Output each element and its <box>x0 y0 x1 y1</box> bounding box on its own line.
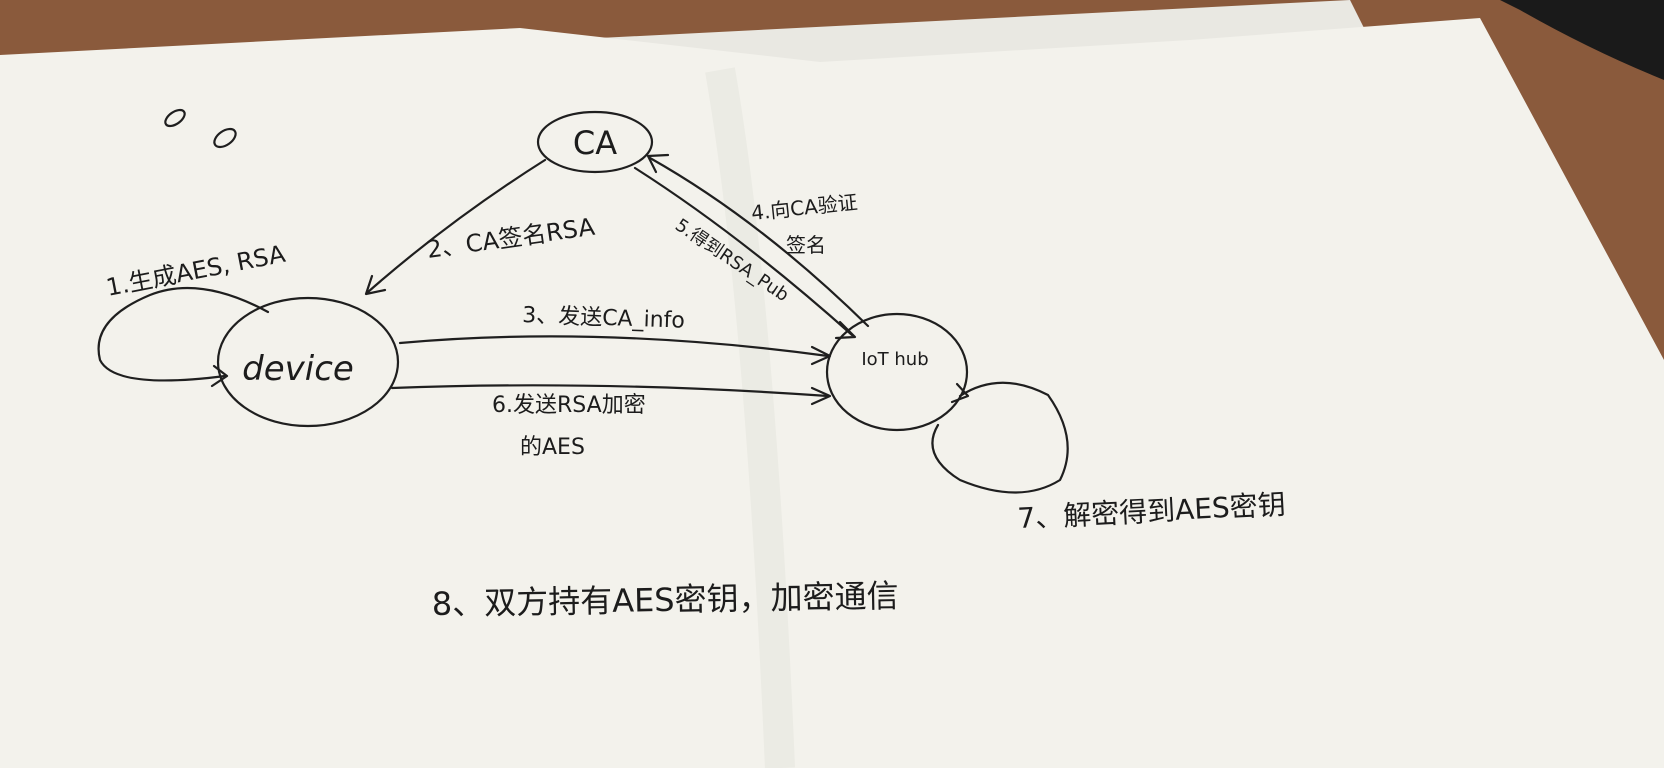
step-6-label-line2: 的AES <box>520 435 585 460</box>
arrow-device-to-iot-hub-ca-info-head <box>810 345 832 366</box>
arrow-ca-to-device <box>366 158 547 294</box>
iot-hub-self-loop-arrowhead <box>950 382 970 404</box>
paper-fold-shade <box>705 67 795 768</box>
step-6-label-line1: 6.发送RSA加密 <box>492 393 646 418</box>
ca-node-outline <box>536 110 654 174</box>
step-4-label-line2: 签名 <box>786 233 826 257</box>
step-7-label: 7、解密得到AES密钥 <box>1017 488 1287 535</box>
device-node-outline <box>216 296 400 428</box>
step-5-label: 5.得到RSA_Pub <box>671 215 792 306</box>
arrow-device-to-iot-hub-aes <box>390 384 830 398</box>
arrow-device-to-iot-hub-ca-info <box>398 335 830 358</box>
iot-hub-self-loop <box>931 381 1069 494</box>
device-self-loop-arrowhead <box>210 364 229 388</box>
step-3-label: 3、发送CA_info <box>522 303 685 334</box>
step-1-label: 1.生成AES, RSA <box>104 240 288 302</box>
desk-edge-shadow <box>1500 0 1664 80</box>
arrow-device-to-iot-hub-aes-head <box>810 386 832 406</box>
step-2-label: 2、CA签名RSA <box>425 213 597 264</box>
step-8-label: 8、双方持有AES密钥，加密通信 <box>431 577 898 623</box>
arrow-ca-to-iot-hub <box>633 166 854 337</box>
corner-doodles <box>164 108 237 149</box>
arrow-iot-hub-to-ca <box>648 156 870 328</box>
ca-node-label: CA <box>573 124 617 162</box>
iot-hub-node-label: IoT hub <box>861 349 928 370</box>
iot-hub-node-outline <box>825 312 969 432</box>
device-node-label: device <box>242 349 354 389</box>
iot-hub-node: IoT hub <box>825 312 969 432</box>
ca-node: CA <box>536 110 654 174</box>
arrow-iot-hub-to-ca-head <box>646 153 670 174</box>
step-4-label-line1: 4.向CA验证 <box>750 190 859 225</box>
device-node: device <box>216 296 400 428</box>
arrow-ca-to-iot-hub-head <box>834 320 857 340</box>
device-self-loop <box>97 286 270 382</box>
arrow-ca-to-device-head <box>364 274 387 296</box>
